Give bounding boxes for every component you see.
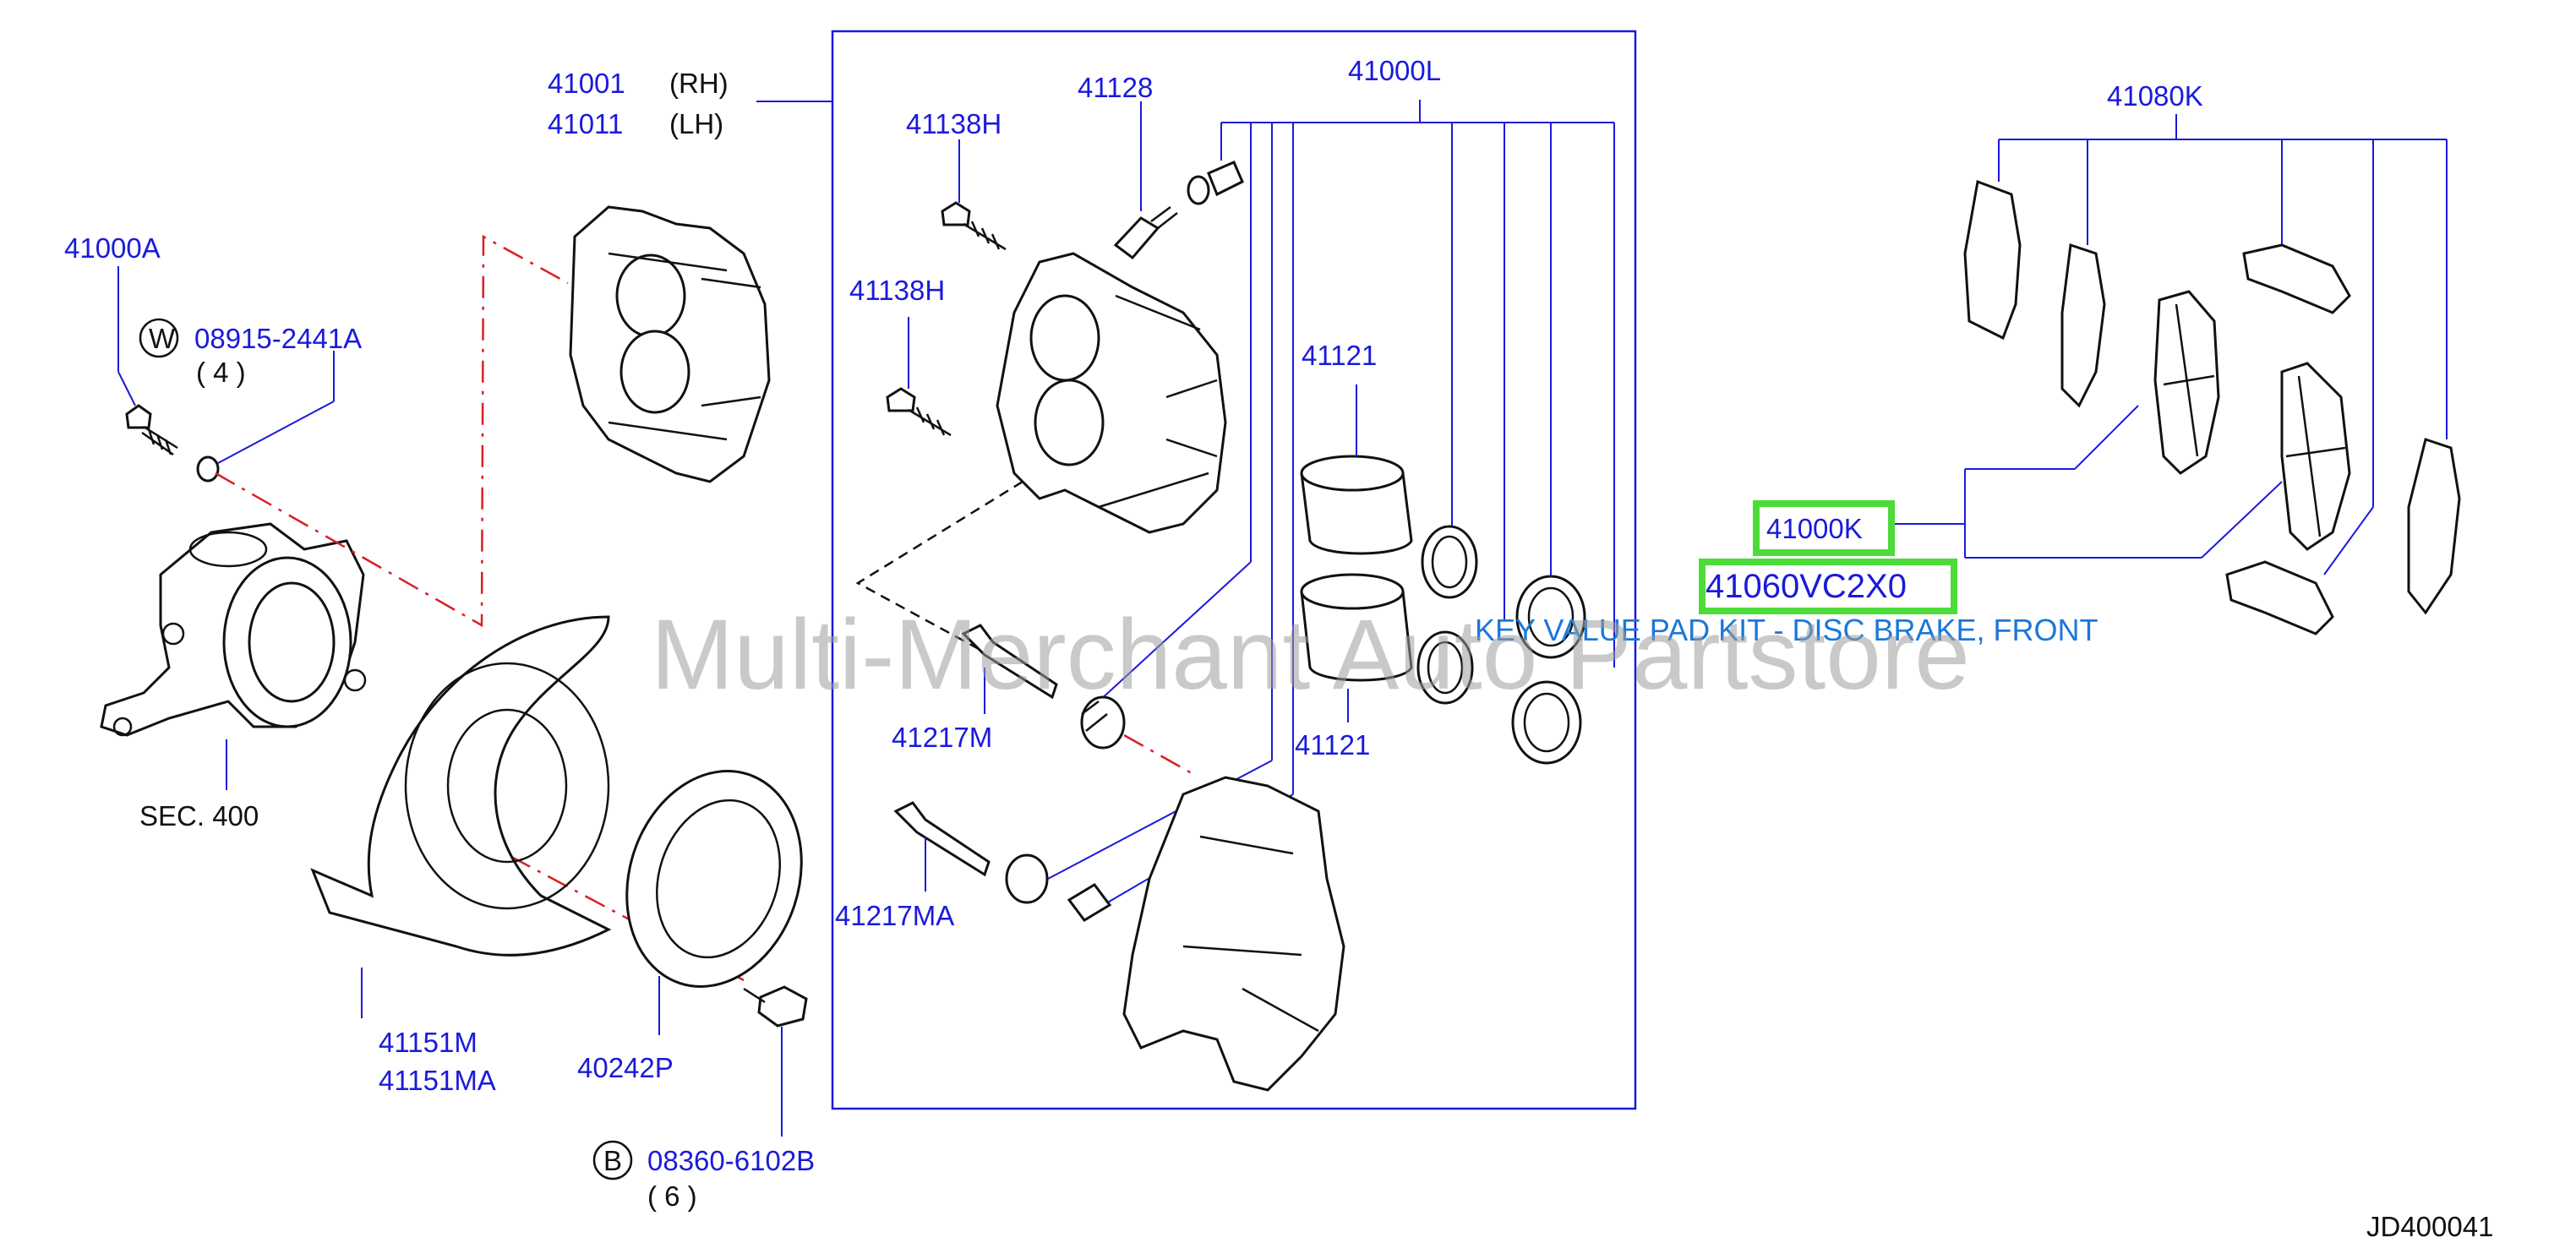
label-41151M[interactable]: 41151M: [379, 1027, 478, 1058]
label-08915-2441A[interactable]: 08915-2441A: [194, 323, 362, 354]
label-41217MA[interactable]: 41217MA: [835, 900, 954, 931]
label-41121-lower[interactable]: 41121: [1295, 729, 1370, 761]
label-41128[interactable]: 41128: [1078, 72, 1153, 103]
dust-shield: [310, 615, 612, 957]
label-41001[interactable]: 41001: [548, 68, 625, 99]
w-mark: W: [149, 323, 176, 354]
label-41138H-upper[interactable]: 41138H: [906, 108, 1001, 139]
highlight-41000K: [1753, 500, 1895, 556]
label-rh: (RH): [669, 68, 729, 99]
label-41000L[interactable]: 41000L: [1348, 55, 1441, 86]
pad-shim-3: [2407, 438, 2461, 615]
b-mark-circle: [592, 1140, 633, 1180]
caliper-41001: [569, 205, 771, 483]
caliper-group-frame: [831, 30, 1637, 1110]
pin-boot-lower: [1005, 853, 1112, 922]
label-41080K[interactable]: 41080K: [2107, 80, 2203, 112]
bolt-08360: [743, 985, 808, 1028]
key-value-note: KEY VALUE PAD KIT - DISC BRAKE, FRONT: [1475, 613, 2098, 647]
label-qty-4: ( 4 ): [196, 357, 246, 388]
guide-pin-41217MA: [893, 801, 991, 877]
label-41000K[interactable]: 41000K: [1766, 513, 1863, 544]
caliper-bracket: [1122, 776, 1345, 1092]
label-41011[interactable]: 41011: [548, 108, 623, 139]
piston-seal-2: [1416, 630, 1474, 705]
anti-rattle-clip-lower: [2225, 560, 2334, 635]
brake-pad-1: [2153, 290, 2220, 475]
bolt-41000A: [125, 404, 178, 456]
brake-pad-2: [2280, 362, 2351, 551]
label-41138H-lower[interactable]: 41138H: [849, 275, 945, 306]
bolt-41138H-lower: [886, 387, 952, 437]
baffle-plate: [625, 770, 803, 988]
label-40242P[interactable]: 40242P: [577, 1052, 674, 1083]
dust-boot-2: [1511, 680, 1582, 765]
b-mark: B: [603, 1145, 622, 1176]
steering-knuckle: [100, 522, 367, 737]
label-qty-6: ( 6 ): [647, 1180, 697, 1212]
pin-boot-upper: [1080, 695, 1126, 750]
piston-lower: [1300, 573, 1413, 682]
piston-seal-1: [1421, 525, 1478, 599]
pad-shim-1: [1963, 179, 2022, 341]
watermark: Multi-Merchant Auto Partstore: [651, 599, 1970, 711]
pad-shim-2: [2060, 243, 2106, 408]
washer: [196, 455, 220, 483]
label-41151MA[interactable]: 41151MA: [379, 1065, 496, 1096]
label-08360-6102B[interactable]: 08360-6102B: [647, 1145, 815, 1176]
diagram-id: JD400041: [2366, 1211, 2493, 1242]
guide-pin-41217M: [961, 624, 1058, 700]
w-mark-circle: [139, 318, 179, 358]
label-41217M[interactable]: 41217M: [892, 722, 992, 753]
caliper-body: [996, 252, 1227, 534]
label-lh: (LH): [669, 108, 723, 139]
bolt-41138H-upper: [941, 201, 1007, 251]
label-sec-400: SEC. 400: [139, 800, 259, 831]
anti-rattle-clip-upper: [2242, 243, 2351, 314]
piston-upper: [1300, 455, 1413, 555]
label-41000A[interactable]: 41000A: [64, 232, 161, 264]
label-41060VC2X0[interactable]: 41060VC2X0: [1706, 568, 1907, 605]
highlight-41060VC2X0: [1699, 559, 1957, 614]
bleeder-screw: [1113, 161, 1244, 260]
label-41121-upper[interactable]: 41121: [1302, 340, 1377, 371]
dust-boot-1: [1515, 575, 1586, 659]
